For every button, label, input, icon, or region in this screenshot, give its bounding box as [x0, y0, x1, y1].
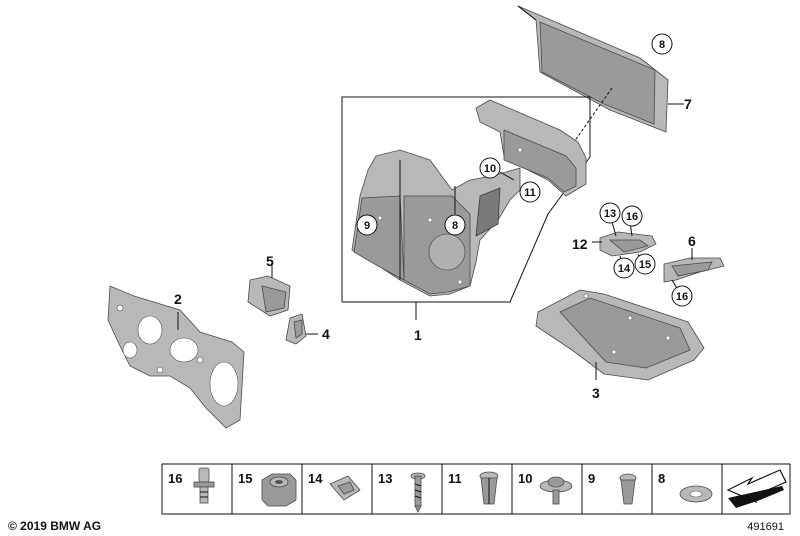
- part-3-underbody-panel: [535, 289, 705, 381]
- diagram-number: 491691: [747, 521, 784, 533]
- label-5: 5: [266, 253, 274, 269]
- label-7: 7: [684, 96, 692, 112]
- circled-callout-8-mid: 8: [444, 214, 466, 236]
- leader-10: [499, 171, 515, 181]
- leader-13: [611, 221, 617, 237]
- circled-callout-10: 10: [479, 157, 501, 179]
- fastener-8-spring-washer: [679, 485, 713, 503]
- fastener-9-rivet-nut: [619, 473, 637, 505]
- footer-label-8: 8: [658, 471, 665, 486]
- fastener-16-stud-bolt: [193, 467, 215, 504]
- circled-callout-11: 11: [519, 181, 541, 203]
- footer-label-14: 14: [308, 471, 323, 486]
- circled-callout-14: 14: [613, 257, 635, 279]
- fastener-13-screw: [410, 472, 426, 513]
- svg-text:13: 13: [604, 208, 616, 220]
- part-5-insulator-block: [247, 262, 291, 317]
- direction-arrow-icon: [726, 469, 787, 508]
- part-6-bracket: [663, 248, 725, 291]
- label-2: 2: [174, 291, 182, 307]
- svg-text:8: 8: [452, 220, 458, 232]
- svg-text:11: 11: [524, 187, 536, 199]
- circled-callout-8-top: 8: [651, 33, 673, 55]
- label-6: 6: [688, 233, 696, 249]
- svg-text:15: 15: [639, 259, 651, 271]
- label-12: 12: [572, 236, 588, 252]
- svg-text:9: 9: [364, 220, 370, 232]
- footer-label-11: 11: [448, 471, 462, 486]
- footer-label-13: 13: [378, 471, 392, 486]
- part-7-heat-shield-plate: [517, 5, 684, 143]
- footer-label-15: 15: [238, 471, 252, 486]
- footer-label-10: 10: [518, 471, 532, 486]
- circled-callout-9: 9: [356, 214, 378, 236]
- copyright-text: © 2019 BMW AG: [8, 519, 101, 533]
- svg-text:8: 8: [659, 39, 665, 51]
- svg-text:10: 10: [484, 163, 496, 175]
- label-3: 3: [592, 385, 600, 401]
- circled-callout-15: 15: [634, 253, 656, 275]
- svg-text:16: 16: [676, 291, 688, 303]
- footer-label-9: 9: [588, 471, 595, 486]
- assembly-frame-1: [341, 96, 591, 303]
- label-1: 1: [414, 327, 422, 343]
- fastener-15-hex-nut: [261, 473, 297, 507]
- fastener-strip: 16 15 14 13 11 10 9 8: [161, 463, 791, 515]
- circled-callout-13: 13: [599, 202, 621, 224]
- fastener-11-rivet-nut: [479, 471, 499, 505]
- circled-callout-16-a: 16: [621, 205, 643, 227]
- svg-text:14: 14: [618, 263, 631, 275]
- footer-label-16: 16: [168, 471, 182, 486]
- svg-text:16: 16: [626, 211, 638, 223]
- circled-callout-16-b: 16: [671, 285, 693, 307]
- part-12-bracket: [592, 221, 657, 263]
- part-4-bracket: [285, 313, 318, 345]
- dash-leader-8-top: [573, 87, 613, 143]
- label-4: 4: [322, 326, 330, 342]
- fastener-10-screw-washer: [539, 476, 573, 505]
- part-2-bulkhead-insulator: [107, 285, 245, 429]
- fastener-14-clip-nut: [329, 475, 361, 501]
